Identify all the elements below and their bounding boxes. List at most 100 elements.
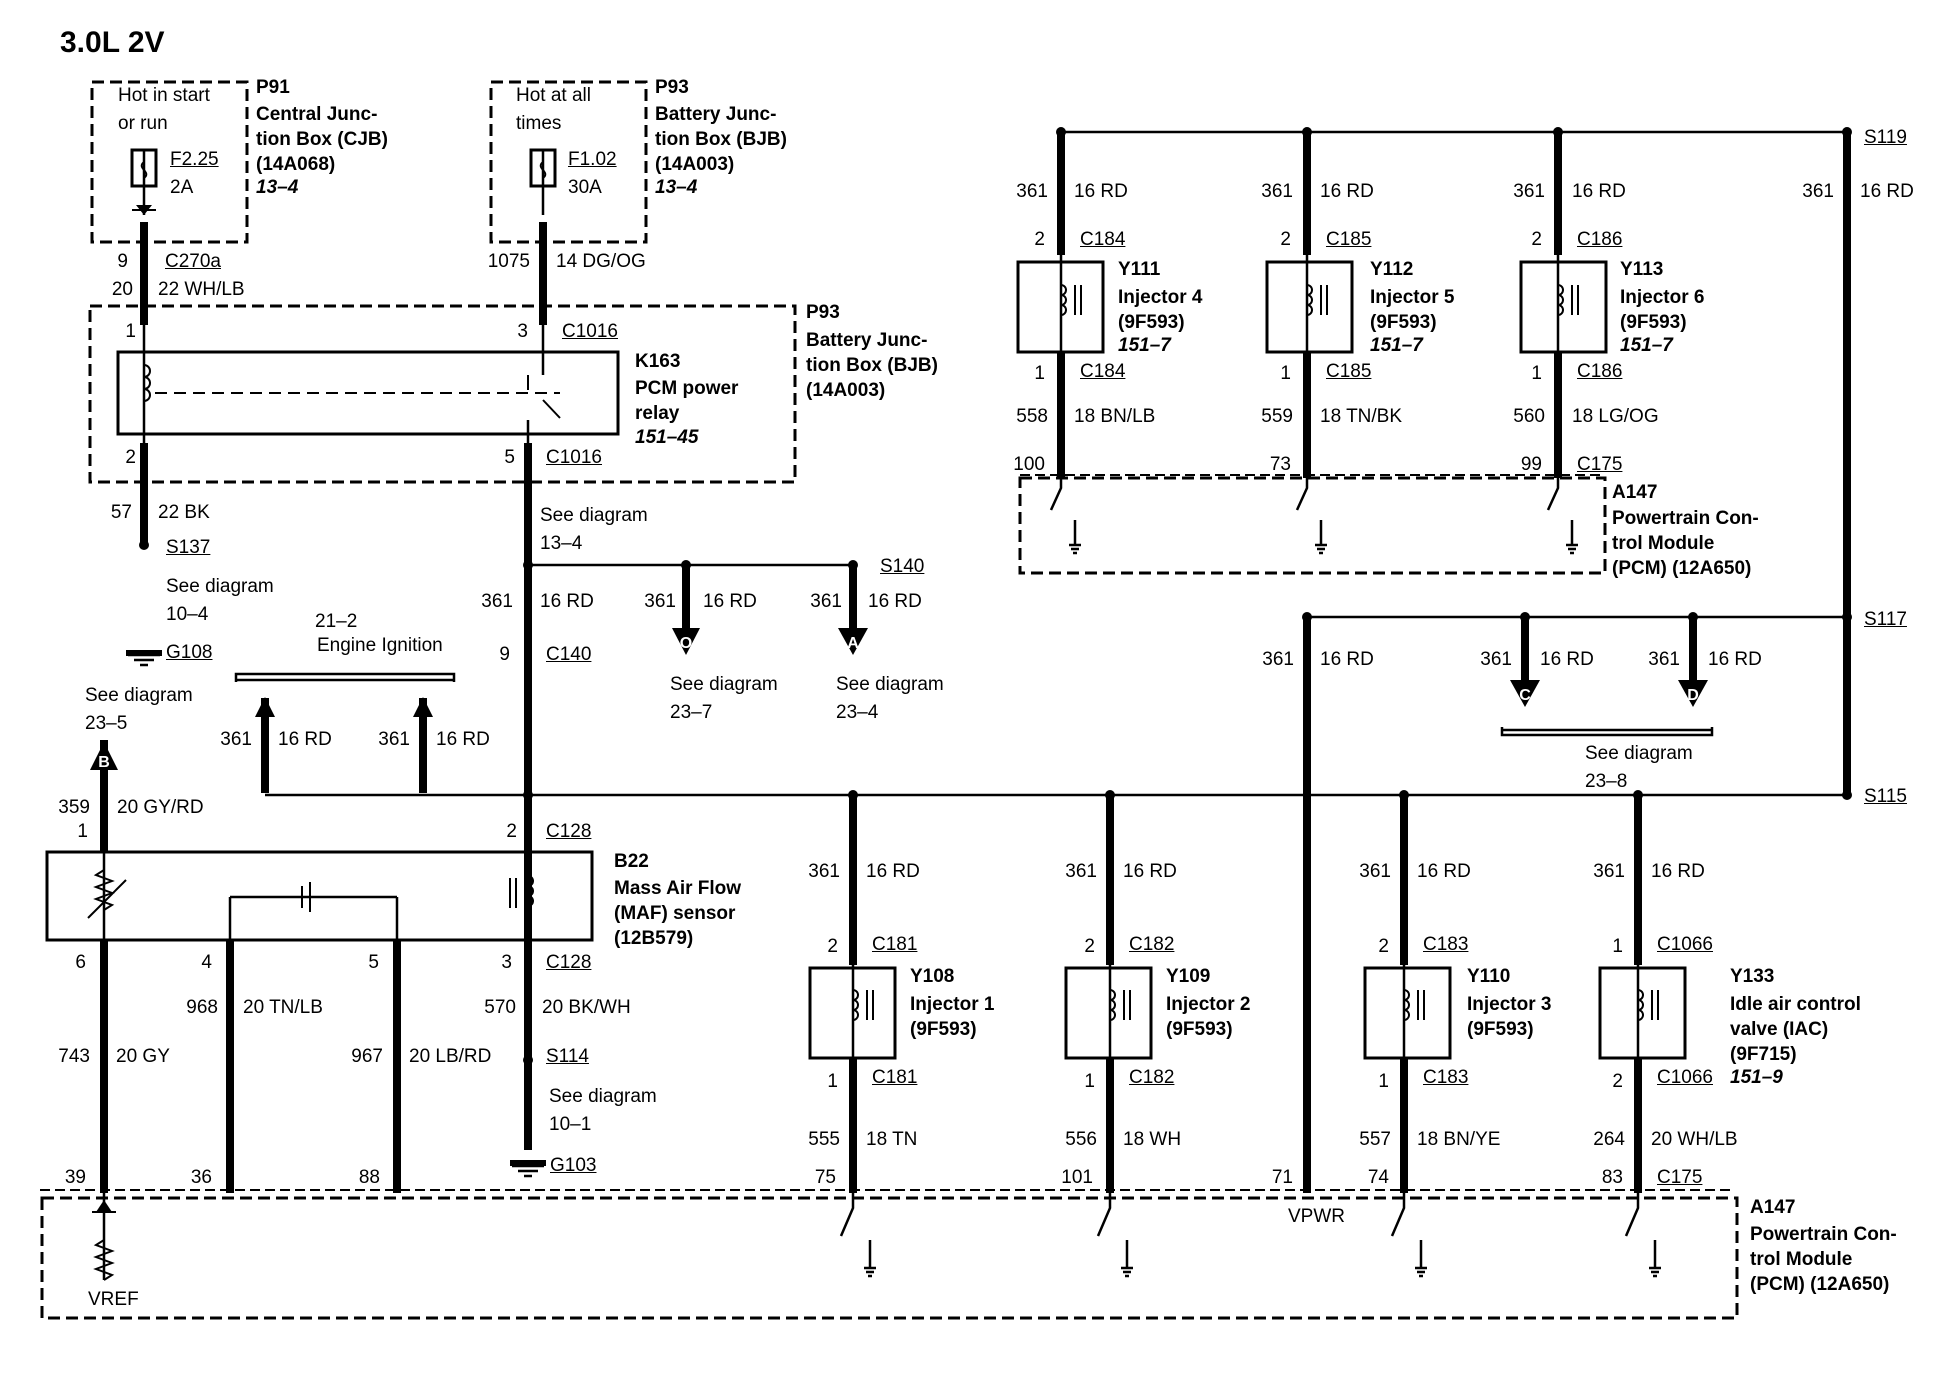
circuit-number: 1075 — [487, 251, 530, 272]
pin-label: 39 — [64, 1167, 86, 1188]
pin-label: 2 — [506, 821, 517, 842]
connector-label: C1016 — [546, 447, 602, 468]
wire-color-label: 16 RD — [1417, 861, 1471, 882]
wire-color-label: 16 RD — [1651, 861, 1705, 882]
fuse-f2-25 — [130, 148, 158, 188]
arrow-c-letter: C — [1519, 687, 1531, 704]
arrow-o-letter: O — [680, 635, 692, 652]
circuit-number: 361 — [644, 591, 676, 612]
pin-label: 99 — [1520, 454, 1542, 475]
pin-label: 1 — [1280, 363, 1291, 384]
bjb-description: Hot at all times — [516, 85, 591, 134]
relay-box-ref: P93 — [806, 302, 840, 323]
bjb-relay-box — [88, 304, 797, 484]
s137-cross-ref: See diagram 10–4 — [166, 576, 274, 625]
wire-color-label: 18 TN/BK — [1320, 406, 1403, 427]
relay-body — [116, 350, 620, 436]
arrows-cd-cross-ref: See diagram 23–8 — [1585, 743, 1693, 792]
splice-s140: S140 — [880, 556, 925, 577]
pin-label: 20 — [111, 279, 133, 300]
connector-label: C184 — [1080, 229, 1126, 250]
cjb-fuse-number: F2.25 — [170, 149, 219, 170]
injector-4-ref: Y111 — [1118, 259, 1161, 280]
bjb-fuse-box — [489, 80, 648, 244]
wire-color-label: 20 GY/RD — [117, 797, 204, 818]
connector-label: C175 — [1657, 1167, 1703, 1188]
splice-s117: S117 — [1864, 609, 1907, 630]
wire-color-label: 20 LB/RD — [409, 1046, 492, 1067]
pin-label: 2 — [1531, 229, 1542, 250]
iac-valve-name: Idle air control valve (IAC) (9F715) — [1730, 994, 1861, 1065]
circuit-number: 967 — [351, 1046, 383, 1067]
pin-label: 101 — [1061, 1167, 1093, 1188]
connector-label: C270a — [165, 251, 221, 272]
pin-label: 4 — [201, 952, 212, 973]
pin-label: 1 — [1612, 936, 1623, 957]
connector-label: C1016 — [562, 321, 618, 342]
pin-label: 88 — [358, 1167, 380, 1188]
bjb-ref: P93 — [655, 77, 689, 98]
circuit-number: 361 — [810, 591, 842, 612]
wire-color-label: 16 RD — [1708, 649, 1762, 670]
cjb-ref: P91 — [256, 77, 290, 98]
pin-label: 2 — [1378, 936, 1389, 957]
pin-label: 2 — [125, 447, 136, 468]
arrow-o-cross-ref: See diagram 23–7 — [670, 674, 778, 723]
pin-label: 1 — [1531, 363, 1542, 384]
arrow-a-letter: A — [847, 635, 859, 652]
circuit-number: 361 — [220, 729, 252, 750]
pin-label: 1 — [1034, 363, 1045, 384]
splice-s114: S114 — [546, 1046, 589, 1067]
iac-valve-ref: Y133 — [1730, 966, 1775, 987]
relay-page: 151–45 — [635, 427, 699, 448]
pin-label: 36 — [190, 1167, 212, 1188]
pin-label: 3 — [501, 952, 512, 973]
connector-label: C1066 — [1657, 1067, 1713, 1088]
pin-label: 1 — [77, 821, 88, 842]
circuit-number: 361 — [1262, 649, 1294, 670]
injector-1-ref: Y108 — [910, 966, 955, 987]
pin-label: 2 — [1280, 229, 1291, 250]
arrow-b-letter: B — [98, 754, 110, 771]
connector-label: C128 — [546, 821, 592, 842]
pin-label: 1 — [1084, 1071, 1095, 1092]
wire-color-label: 16 RD — [1320, 181, 1374, 202]
connector-label: C184 — [1080, 361, 1126, 382]
circuit-number: 558 — [1016, 406, 1048, 427]
injector-6-name: Injector 6 (9F593) — [1620, 287, 1705, 333]
wire-color-label: 16 RD — [1074, 181, 1128, 202]
injector-2-name: Injector 2 (9F593) — [1166, 994, 1251, 1040]
circuit-number: 968 — [186, 997, 218, 1018]
pin-label: 2 — [1084, 936, 1095, 957]
circuit-number: 361 — [1593, 861, 1625, 882]
circuit-number: 361 — [1359, 861, 1391, 882]
fuse-f1-02 — [529, 148, 557, 188]
ignition-ref-number: 21–2 — [315, 611, 358, 632]
pcm-vref-label: VREF — [88, 1289, 139, 1310]
circuit-number: 361 — [1065, 861, 1097, 882]
wire-color-label: 16 RD — [1540, 649, 1594, 670]
pin-label: 74 — [1367, 1167, 1389, 1188]
cjb-description: Hot in start or run — [118, 85, 210, 134]
pin-label: 73 — [1269, 454, 1291, 475]
injector-5-ref: Y112 — [1370, 259, 1414, 280]
s114-cross-ref: See diagram 10–1 — [549, 1086, 657, 1135]
circuit-number: 359 — [58, 797, 90, 818]
ignition-cross-ref: Engine Ignition — [317, 635, 443, 656]
injector-6-page: 151–7 — [1620, 335, 1673, 356]
arrow-b-cross-ref: See diagram 23–5 — [85, 685, 193, 734]
circuit-number: 361 — [378, 729, 410, 750]
circuit-number: 57 — [110, 502, 132, 523]
pcm-box-upper — [1018, 476, 1607, 575]
maf-ref: B22 — [614, 851, 649, 872]
pin-label: 1 — [1378, 1071, 1389, 1092]
pin-label: 9 — [117, 251, 128, 272]
pcm-upper-name: Powertrain Con- trol Module (PCM) (12A65… — [1612, 508, 1759, 579]
wire-color-label: 16 RD — [1320, 649, 1374, 670]
connector-label: C175 — [1577, 454, 1623, 475]
circuit-number: 361 — [1648, 649, 1680, 670]
cjb-box — [90, 80, 249, 244]
wire-color-label: 16 RD — [1123, 861, 1177, 882]
pcm-box-lower — [40, 1196, 1739, 1320]
pcm-upper-ref: A147 — [1612, 482, 1658, 503]
